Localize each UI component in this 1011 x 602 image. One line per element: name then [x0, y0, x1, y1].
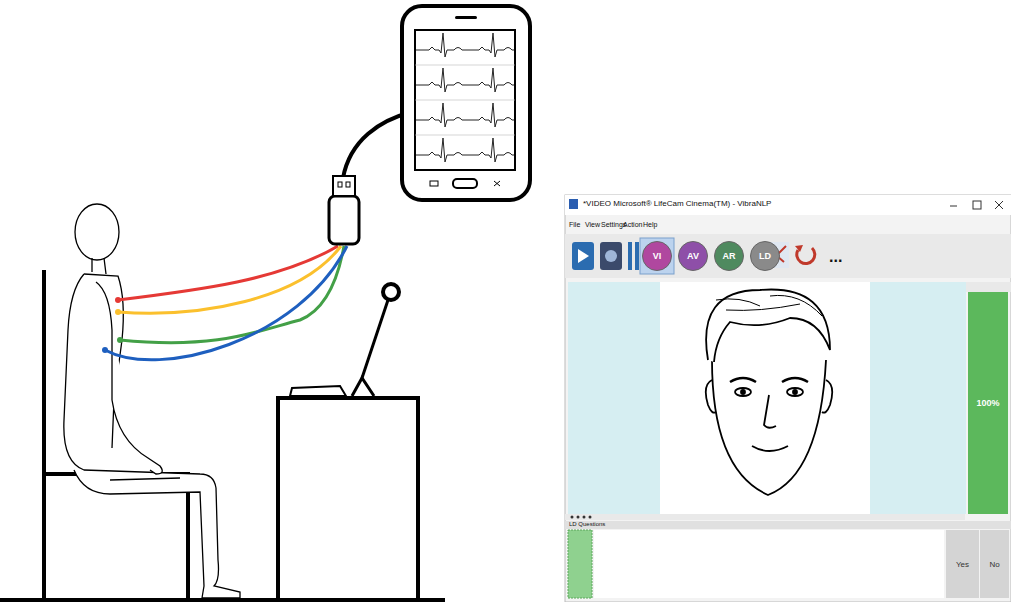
level-panel: 100% [968, 292, 1008, 514]
menu-item: Action [623, 221, 642, 228]
toolbar-button: AV [678, 241, 708, 271]
window-title: *VIDEO Microsoft® LifeCam Cinema(TM) - V… [583, 199, 771, 208]
book [290, 386, 346, 396]
button-label: LD [759, 251, 771, 261]
face-drawing [706, 290, 833, 496]
questions-panel: LD QuestionsYes No [565, 521, 1011, 602]
app-window: *VIDEO Microsoft® LifeCam Cinema(TM) - V… [565, 195, 1011, 602]
answer-button: Yes [946, 530, 979, 598]
button-label: Yes [956, 560, 969, 569]
button-label: 100% [976, 398, 999, 408]
button-label: No [989, 560, 999, 569]
toolbar-button: VI [642, 241, 672, 271]
panel-heading: LD Questions [569, 521, 605, 527]
toolbar-button: AR [714, 241, 744, 271]
usb-dongle [329, 112, 412, 244]
seated-person [64, 204, 240, 598]
microphone [352, 284, 399, 396]
smartphone [402, 6, 530, 200]
menu-item: Settings [601, 221, 626, 228]
menu-item: File [569, 221, 580, 228]
button-label: VI [653, 251, 662, 261]
button-label: AV [687, 251, 699, 261]
answer-button: No [980, 530, 1009, 598]
furniture [0, 270, 445, 600]
menu-item: Help [643, 221, 657, 228]
button-label: AR [723, 251, 736, 261]
toolbar-button: LD [750, 241, 780, 271]
ecg-leads [102, 246, 347, 360]
app-window [565, 195, 1011, 602]
menu-item: View [585, 221, 600, 228]
more-button: ... [829, 248, 842, 266]
